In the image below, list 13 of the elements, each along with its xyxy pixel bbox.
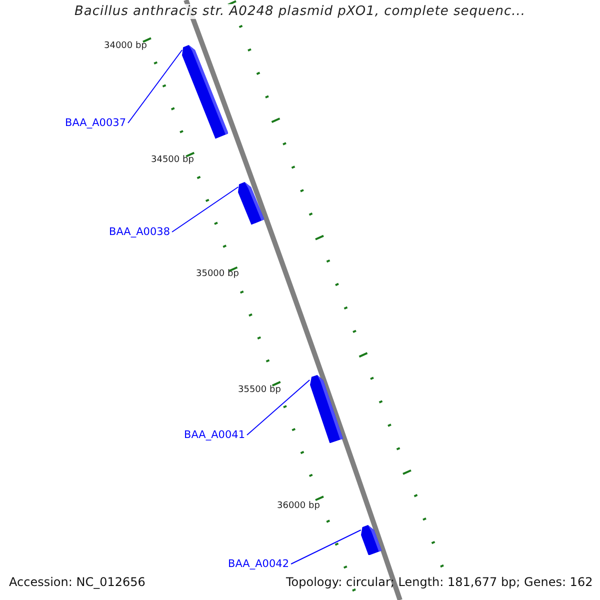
leader-line [246,380,310,436]
scale-label: 36000 bp [277,501,320,511]
gene-label: BAA_A0041 [184,429,246,441]
gene-label: BAA_A0038 [109,226,170,238]
scale-label: 34500 bp [151,155,194,165]
accession-note: Accession: NC_012656 [9,575,146,589]
leader-line [172,186,239,232]
gene-label: BAA_A0042 [228,558,290,570]
map-summary-note: Topology: circular; Length: 181,677 bp; Genes: 162 [286,575,593,589]
leader-line [290,530,362,564]
scale-label: 35000 bp [196,269,239,279]
leader-line [128,50,183,124]
gene-label: BAA_A0037 [65,117,126,129]
